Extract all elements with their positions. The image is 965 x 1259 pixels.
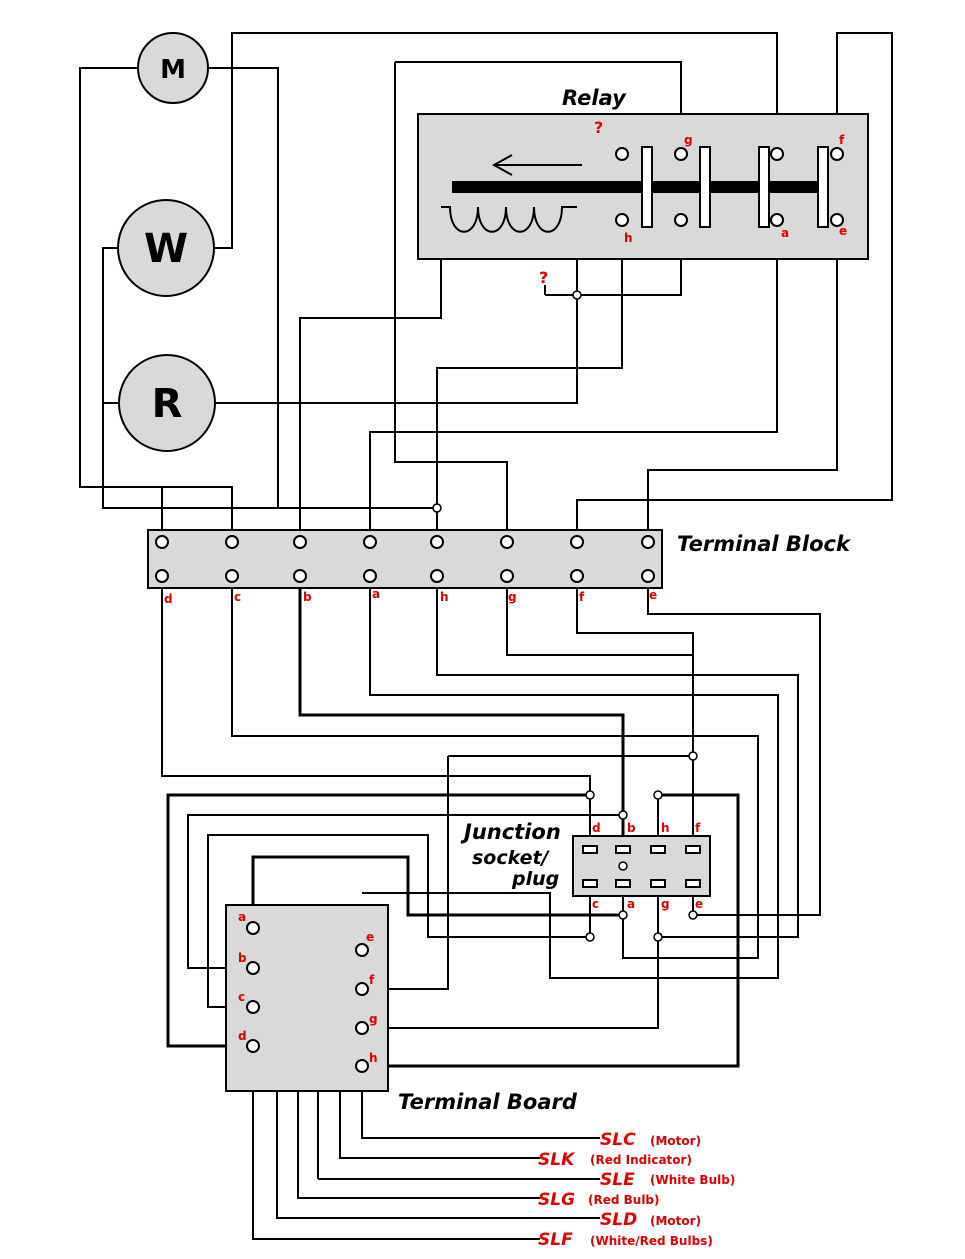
svg-text:g: g (508, 590, 517, 604)
wires (79, 32, 893, 1240)
relay-unknown-bottom: ? (539, 268, 548, 287)
svg-text:h: h (369, 1051, 378, 1065)
svg-text:(Motor): (Motor) (650, 1134, 701, 1148)
svg-text:f: f (369, 973, 375, 987)
output-slg: SLG (538, 1190, 575, 1210)
terminal-block-terminals (155, 535, 655, 583)
output-slc: SLC (600, 1130, 636, 1150)
motor-component: M (137, 32, 209, 104)
svg-text:f: f (695, 821, 701, 835)
svg-text:(White Bulb): (White Bulb) (650, 1173, 735, 1187)
terminal-board-title: Terminal Board (398, 1090, 578, 1114)
svg-text:b: b (627, 821, 636, 835)
output-sld: SLD (600, 1210, 637, 1230)
junction-title: Junction (460, 820, 561, 844)
relay-contact-e (830, 213, 844, 227)
output-sle: SLE (600, 1170, 635, 1190)
white-label: W (144, 226, 188, 272)
output-slf: SLF (538, 1230, 573, 1250)
svg-text:plug: plug (511, 868, 559, 890)
red-component: R (118, 354, 216, 452)
red-label: R (152, 381, 183, 427)
relay-unknown-top: ? (594, 118, 603, 137)
terminal-block: Terminal Block d c b a h g f e (147, 503, 852, 606)
terminal-block-title: Terminal Block (677, 532, 852, 556)
svg-text:c: c (238, 990, 245, 1004)
output-labels: SLC (Motor) SLK (Red Indicator) SLE (Whi… (538, 1130, 735, 1250)
svg-text:a: a (781, 226, 789, 240)
output-slk: SLK (538, 1150, 576, 1170)
svg-text:b: b (303, 590, 312, 604)
relay-contact-f (830, 147, 844, 161)
svg-text:(Red Bulb): (Red Bulb) (588, 1193, 660, 1207)
svg-text:h: h (624, 231, 633, 245)
terminal-board: Terminal Board a b c d e f g h (225, 904, 578, 1114)
relay-contact-w (770, 147, 784, 161)
svg-text:c: c (592, 897, 599, 911)
svg-text:d: d (164, 592, 173, 606)
svg-text:g: g (369, 1012, 378, 1026)
svg-text:e: e (695, 897, 703, 911)
svg-text:g: g (684, 133, 693, 147)
svg-text:(White/Red Bulbs): (White/Red Bulbs) (590, 1234, 713, 1248)
junction-socket: Junction socket/ plug d b h f c a g e (460, 751, 711, 942)
svg-text:(Red Indicator): (Red Indicator) (590, 1153, 692, 1167)
svg-text:a: a (238, 910, 246, 924)
svg-text:f: f (579, 590, 585, 604)
relay-contact-h (615, 213, 629, 227)
relay: Relay ? g f h a e ? (417, 86, 869, 300)
svg-text:d: d (592, 821, 601, 835)
motor-label: M (160, 55, 186, 85)
relay-contact-a (770, 213, 784, 227)
svg-text:h: h (440, 590, 449, 604)
svg-text:g: g (661, 897, 670, 911)
svg-text:a: a (372, 587, 380, 601)
svg-text:b: b (238, 951, 247, 965)
relay-contact-coil (674, 213, 688, 227)
svg-text:f: f (839, 133, 845, 147)
white-component: W (117, 199, 215, 297)
relay-title: Relay (562, 86, 627, 110)
relay-contact-g (674, 147, 688, 161)
svg-text:socket/: socket/ (472, 847, 551, 869)
svg-text:c: c (234, 590, 241, 604)
svg-text:a: a (627, 897, 635, 911)
svg-text:d: d (238, 1029, 247, 1043)
svg-text:e: e (839, 224, 847, 238)
svg-text:e: e (366, 930, 374, 944)
relay-contact-unknown (615, 147, 629, 161)
svg-text:e: e (649, 588, 657, 602)
svg-text:h: h (661, 821, 670, 835)
svg-text:(Motor): (Motor) (650, 1214, 701, 1228)
